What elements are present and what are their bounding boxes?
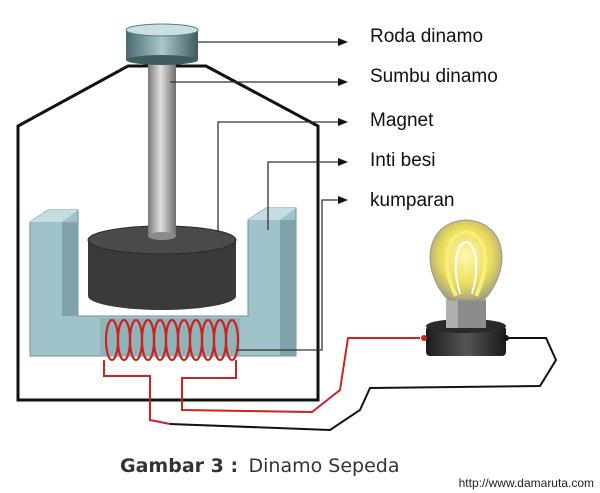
iron-core-shade-left xyxy=(62,222,78,316)
coil-windings xyxy=(104,318,240,362)
label-kumparan: kumparan xyxy=(370,190,455,211)
coil-lead-right xyxy=(181,337,420,414)
caption-title: Dinamo Sepeda xyxy=(249,455,400,477)
label-roda-dinamo: Roda dinamo xyxy=(370,26,483,47)
light-bulb xyxy=(421,219,509,356)
dynamo-axle-base xyxy=(148,232,176,240)
dynamo-housing xyxy=(16,64,320,402)
arrowhead-sumbu xyxy=(338,78,348,86)
arrowhead-kumparan xyxy=(338,196,348,204)
caption-number: Gambar 3 : xyxy=(120,455,238,477)
leader-magnet xyxy=(217,121,340,232)
magnet xyxy=(88,240,236,310)
return-wire xyxy=(169,337,558,432)
label-inti-besi: Inti besi xyxy=(370,150,435,171)
dynamo-axle xyxy=(148,60,176,236)
coil-lead-left xyxy=(103,360,171,425)
dynamo-wheel-bottom xyxy=(126,55,198,65)
arrowhead-roda xyxy=(338,38,348,46)
iron-core-shade-right xyxy=(280,220,296,356)
arrowhead-magnet xyxy=(338,118,348,126)
label-magnet: Magnet xyxy=(370,110,434,131)
source-credit: http://www.damaruta.com xyxy=(459,476,594,490)
iron-core-top-right xyxy=(248,208,296,220)
iron-core-top-left xyxy=(30,210,78,222)
leader-kumparan xyxy=(236,199,340,351)
leader-inti xyxy=(267,161,340,230)
label-sumbu-dinamo: Sumbu dinamo xyxy=(370,66,498,87)
figure-caption: Gambar 3 : Dinamo Sepeda xyxy=(120,455,400,477)
arrowhead-inti xyxy=(338,158,348,166)
dynamo-wheel-top xyxy=(125,23,199,37)
